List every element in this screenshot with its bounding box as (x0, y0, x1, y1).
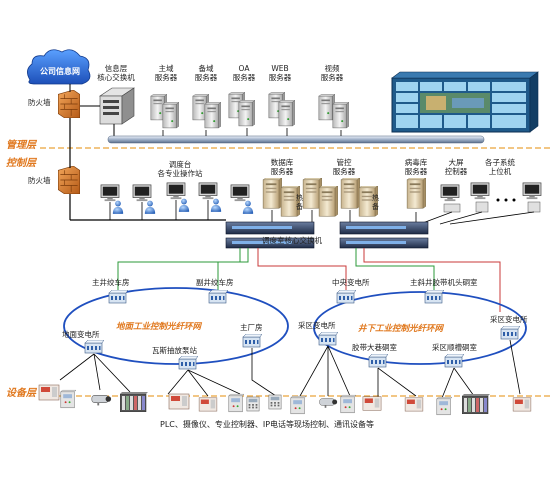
layer-control: 控制层 (6, 158, 36, 169)
mgmt-server-label: 管控服务器 (324, 158, 364, 176)
dispatch-label-line: 各专业操作站 (157, 169, 203, 178)
info-core-switch-label-line: 核心交换机 (97, 73, 135, 82)
firewall-top-label: 防火墙 (28, 98, 51, 107)
firewall-top-icon (58, 90, 80, 118)
standby-label-2: 备 (372, 203, 379, 211)
info-core-switch-label: 信息层核心交换机 (86, 64, 146, 82)
underground-node-2: 采区变电所 (298, 321, 336, 330)
underground-ring-label: 井下工业控制光纤环网 (358, 324, 444, 334)
info-layer-bus (107, 135, 485, 144)
screen-controller-label-line: 控制器 (444, 167, 468, 176)
info-core-switch-icon (99, 87, 135, 125)
dispatch-workstations (100, 182, 254, 220)
main-server-label-line: 主域 (158, 64, 174, 73)
mgmt-server-label-line: 管控 (336, 158, 352, 167)
backup-server-label-line: 服务器 (194, 73, 218, 82)
underground-node-4: 胶带大巷硐室 (352, 343, 397, 352)
subsystem-label-line: 上位机 (488, 167, 512, 176)
oa-server-label-line: OA (238, 64, 250, 73)
main-server-label-line: 服务器 (154, 73, 178, 82)
control-servers (262, 178, 426, 217)
underground-node-3: 采区变电所 (490, 315, 528, 324)
field-devices (38, 384, 532, 416)
ground-ring (63, 287, 289, 365)
database-server-label-line: 数据库 (270, 158, 294, 167)
dispatch-label: 调度台各专业操作站 (138, 160, 222, 178)
standby-label-1: 备 (296, 203, 303, 211)
screen-controller-label: 大屏控制器 (436, 158, 476, 176)
underground-node-1: 主斜井胶带机头硐室 (410, 278, 478, 287)
video-wall-icon (391, 71, 539, 133)
ground-ring-label: 地面工业控制光纤环网 (116, 322, 202, 332)
subsystem-label-line: 各子系统 (485, 158, 515, 167)
screen-controller-label-line: 大屏 (448, 158, 464, 167)
web-server-label-line: WEB (271, 64, 289, 73)
cloud-label: 公司信息网 (40, 67, 80, 76)
hot-label-2: 热 (372, 194, 379, 202)
screen-controller-icon (440, 184, 461, 213)
web-server-label-line: 服务器 (268, 73, 292, 82)
underground-node-0: 中央变电所 (332, 278, 370, 287)
video-server-label: 视频服务器 (314, 64, 350, 82)
video-server-label-line: 视频 (324, 64, 340, 73)
dispatch-label-line: 调度台 (168, 160, 192, 169)
dispatch-core-switch-icon (225, 221, 429, 249)
company-network-cloud-icon (27, 49, 91, 85)
virus-server-label: 病毒库服务器 (396, 158, 436, 176)
dispatch-switch-label: 调度室核心交换机 (262, 236, 322, 245)
virus-server-label-line: 病毒库 (404, 158, 428, 167)
top-servers (150, 92, 349, 136)
ground-node-0: 主井绞车房 (92, 278, 130, 287)
virus-server-label-line: 服务器 (404, 167, 428, 176)
oa-server-label-line: 服务器 (232, 73, 256, 82)
database-server-label-line: 服务器 (270, 167, 294, 176)
underground-ring (313, 291, 527, 365)
firewall-mid-label: 防火墙 (28, 176, 51, 185)
footer-caption: PLC、摄像仪、专业控制器、IP电话等现场控制、通讯设备等 (160, 420, 375, 429)
backup-server-label: 备域服务器 (188, 64, 224, 82)
underground-node-5: 采区顺槽硐室 (432, 343, 477, 352)
hot-label-1: 热 (296, 194, 303, 202)
firewall-mid-icon (58, 166, 80, 194)
subsystem-pcs (470, 182, 542, 213)
ground-node-1: 副井绞车房 (196, 278, 234, 287)
main-server-label: 主域服务器 (148, 64, 184, 82)
ground-node-3: 主厂房 (240, 323, 263, 332)
mgmt-server-label-line: 服务器 (332, 167, 356, 176)
backup-server-label-line: 备域 (198, 64, 214, 73)
database-server-label: 数据库服务器 (262, 158, 302, 176)
video-server-label-line: 服务器 (320, 73, 344, 82)
layer-management: 管理层 (6, 140, 36, 151)
layer-device: 设备层 (6, 388, 36, 399)
info-core-switch-label-line: 信息层 (104, 64, 128, 73)
ground-node-2: 地面变电所 (62, 330, 100, 339)
subsystem-label: 各子系统上位机 (478, 158, 522, 176)
ground-node-4: 瓦斯抽放泵站 (152, 346, 197, 355)
